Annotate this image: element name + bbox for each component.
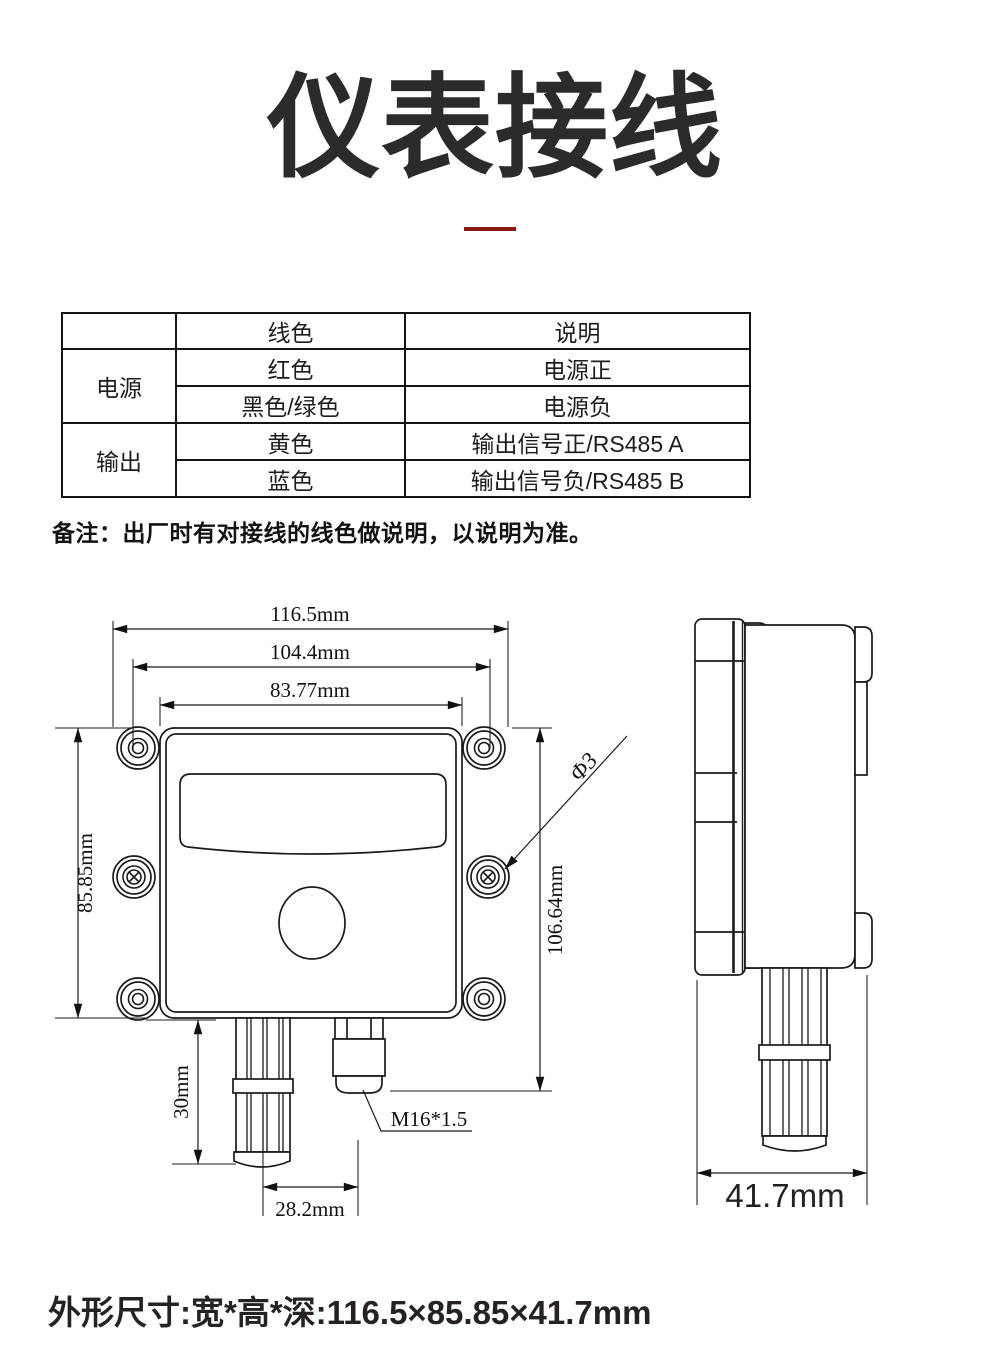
display-window: [179, 773, 447, 855]
front-view: [112, 726, 510, 1168]
side-view: [694, 618, 873, 1152]
dim-height-overall: 106.64mm: [543, 865, 567, 955]
wire-color-cell: 黄色: [175, 422, 406, 461]
table-row: 输出 黄色 输出信号正/RS485 A: [61, 422, 751, 498]
table-row: 蓝色 输出信号负/RS485 B: [62, 459, 751, 498]
dim-probe-offset: 28.2mm: [275, 1197, 344, 1221]
side-bottom-lip: [854, 912, 873, 969]
side-vent-slot: [854, 681, 868, 776]
side-top-lip: [854, 626, 873, 683]
phi3-leader-line: [504, 735, 628, 870]
side-body: [744, 624, 856, 969]
dim-depth: 41.7mm: [725, 1177, 844, 1214]
label-mount-hole-dia: Φ3: [564, 748, 602, 786]
table-header-row: 线色 说明: [61, 312, 751, 350]
sensor-probe-side: [758, 967, 831, 1152]
dim-width-mounting: 104.4mm: [270, 640, 350, 664]
table-row: 电源 红色 电源正: [61, 348, 751, 424]
title-underline-decoration: [464, 227, 516, 231]
mounting-ears: [112, 726, 510, 1021]
wire-color-cell: 红色: [175, 348, 406, 387]
enclosure-body-inner-line: [165, 733, 457, 1013]
table-row: 黑色/绿色 电源负: [62, 385, 751, 424]
overall-dimensions-text: 外形尺寸:宽*高*深:116.5×85.85×41.7mm: [48, 1294, 652, 1331]
wire-color-cell: 蓝色: [175, 459, 406, 498]
dimension-labels: 116.5mm 104.4mm 83.77mm 85.85mm 106.64mm…: [73, 602, 845, 1221]
dimension-lines: [73, 624, 868, 1192]
dim-height-body: 85.85mm: [73, 833, 97, 913]
wire-color-cell: 黑色/绿色: [175, 385, 406, 424]
gland-leader-line: [362, 1089, 472, 1132]
wire-desc-cell: 输出信号正/RS485 A: [404, 422, 751, 461]
group-label-output: 输出: [61, 422, 177, 498]
factory-note: 备注：出厂时有对接线的线色做说明，以说明为准。: [52, 520, 593, 546]
dim-width-overall: 116.5mm: [270, 602, 349, 626]
side-mounting-bracket: [694, 618, 746, 976]
dim-probe-length: 30mm: [169, 1065, 193, 1119]
wire-desc-cell: 输出信号负/RS485 B: [404, 459, 751, 498]
enclosure-body: [159, 727, 463, 1019]
dimension-drawing: 116.5mm 104.4mm 83.77mm 85.85mm 106.64mm…: [55, 602, 873, 1221]
table-header-desc: 说明: [404, 312, 751, 350]
table-header-group: [61, 312, 177, 350]
round-opening: [278, 886, 346, 960]
page-title: 仪表接线: [267, 65, 723, 191]
extension-lines: [55, 621, 868, 1216]
label-gland-thread: M16*1.5: [391, 1107, 467, 1131]
dim-width-body: 83.77mm: [270, 678, 350, 702]
wire-desc-cell: 电源正: [404, 348, 751, 387]
wire-desc-cell: 电源负: [404, 385, 751, 424]
group-label-power: 电源: [61, 348, 177, 424]
wiring-table: 线色 说明 电源 红色 电源正 黑色/绿色 电源负 输出 黄色 输出信号正/RS…: [61, 312, 751, 498]
table-header-color: 线色: [175, 312, 406, 350]
mounting-holes-phi3: [122, 865, 500, 889]
cable-gland-front: [332, 1017, 386, 1094]
